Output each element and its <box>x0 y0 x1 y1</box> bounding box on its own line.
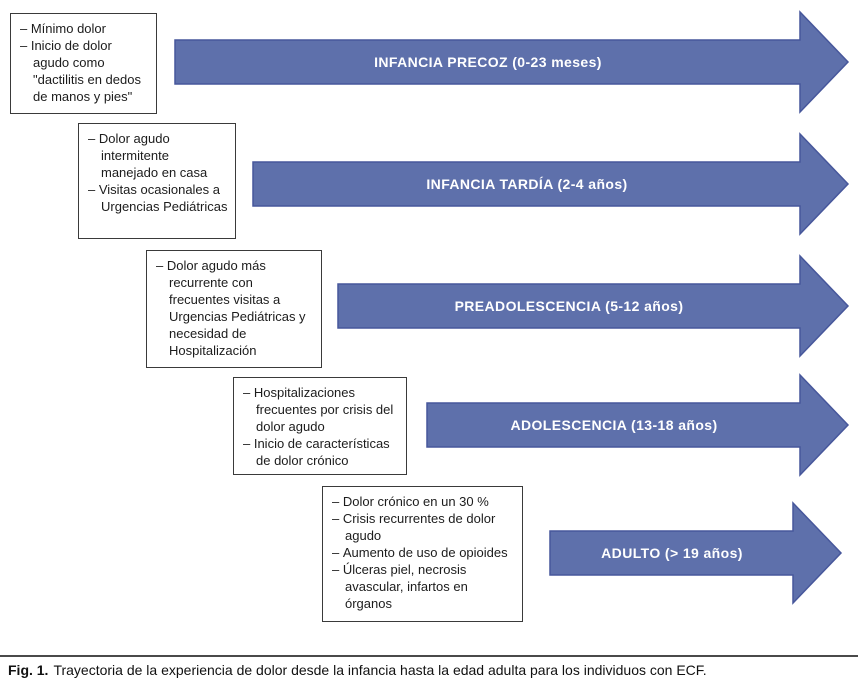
stage-label-infancia-precoz: INFANCIA PRECOZ (0-23 meses) <box>374 54 602 70</box>
note-item: Crisis recurrentes de dolor agudo <box>332 510 516 544</box>
note-item: Dolor agudo más recurrente con frecuente… <box>156 257 315 359</box>
right-arrow-icon <box>252 132 850 236</box>
stage-label-adulto: ADULTO (> 19 años) <box>601 545 743 561</box>
note-list: Dolor crónico en un 30 % Crisis recurren… <box>332 493 516 612</box>
stage-label-infancia-tardia: INFANCIA TARDÍA (2-4 años) <box>426 176 627 192</box>
note-item: Mínimo dolor <box>20 20 150 37</box>
note-box-infancia-precoz: Mínimo dolor Inicio de dolor agudo como … <box>10 13 157 114</box>
right-arrow-icon <box>174 10 850 114</box>
figure-caption-text: Trayectoria de la experiencia de dolor d… <box>53 662 707 678</box>
right-arrow-icon <box>426 373 850 477</box>
note-box-preadolescencia: Dolor agudo más recurrente con frecuente… <box>146 250 322 368</box>
note-list: Hospitalizaciones frecuentes por crisis … <box>243 384 400 469</box>
figure-caption: Fig. 1.Trayectoria de la experiencia de … <box>8 661 850 679</box>
note-item: Dolor agudo intermitente manejado en cas… <box>88 130 229 181</box>
note-item: Inicio de características de dolor cróni… <box>243 435 400 469</box>
note-box-infancia-tardia: Dolor agudo intermitente manejado en cas… <box>78 123 236 239</box>
note-box-adulto: Dolor crónico en un 30 % Crisis recurren… <box>322 486 523 622</box>
note-item: Aumento de uso de opioides <box>332 544 516 561</box>
caption-divider <box>0 655 858 657</box>
note-list: Mínimo dolor Inicio de dolor agudo como … <box>20 20 150 105</box>
note-item: Inicio de dolor agudo como "dactilitis e… <box>20 37 150 105</box>
note-item: Dolor crónico en un 30 % <box>332 493 516 510</box>
figure-caption-label: Fig. 1. <box>8 662 49 678</box>
note-box-adolescencia: Hospitalizaciones frecuentes por crisis … <box>233 377 407 475</box>
note-item: Visitas ocasionales a Urgencias Pediátri… <box>88 181 229 215</box>
note-list: Dolor agudo intermitente manejado en cas… <box>88 130 229 215</box>
right-arrow-icon <box>337 254 850 358</box>
note-item: Hospitalizaciones frecuentes por crisis … <box>243 384 400 435</box>
note-list: Dolor agudo más recurrente con frecuente… <box>156 257 315 359</box>
note-item: Úlceras piel, necrosis avascular, infart… <box>332 561 516 612</box>
stage-label-adolescencia: ADOLESCENCIA (13-18 años) <box>510 417 717 433</box>
stage-label-preadolescencia: PREADOLESCENCIA (5-12 años) <box>455 298 684 314</box>
right-arrow-icon <box>549 501 843 605</box>
